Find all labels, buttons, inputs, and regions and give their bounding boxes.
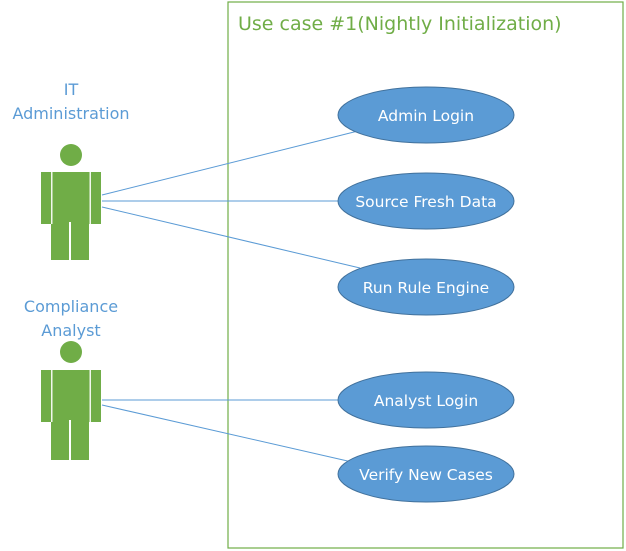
association-it-run-rule-engine <box>101 206 361 269</box>
actor-it-administration: IT Administration <box>12 80 130 260</box>
actor-label-line: Compliance <box>24 297 118 316</box>
actor-label-line: Analyst <box>41 321 100 340</box>
actor-label-line: Administration <box>12 104 129 123</box>
use-case-verify-new-cases: Verify New Cases <box>337 445 515 503</box>
actor-compliance-analyst: Compliance Analyst <box>24 297 118 460</box>
associations <box>101 130 361 463</box>
association-ca-verify-new-cases <box>101 404 353 463</box>
use-case-label: Analyst Login <box>374 392 478 410</box>
use-case-label: Verify New Cases <box>359 466 493 484</box>
system-boundary <box>227 1 624 549</box>
use-case-source-fresh-data: Source Fresh Data <box>337 172 515 230</box>
use-case-run-rule-engine: Run Rule Engine <box>337 258 515 316</box>
use-case-label: Run Rule Engine <box>363 279 489 297</box>
actor-label-line: IT <box>64 80 79 99</box>
actor-icon <box>41 341 101 460</box>
association-it-admin-login <box>101 130 359 196</box>
actor-icon <box>41 144 101 260</box>
use-case-admin-login: Admin Login <box>337 86 515 144</box>
system-title: Use case #1(Nightly Initialization) <box>238 13 562 35</box>
use-case-analyst-login: Analyst Login <box>337 371 515 429</box>
use-case-label: Admin Login <box>378 107 474 125</box>
use-case-label: Source Fresh Data <box>355 193 496 211</box>
